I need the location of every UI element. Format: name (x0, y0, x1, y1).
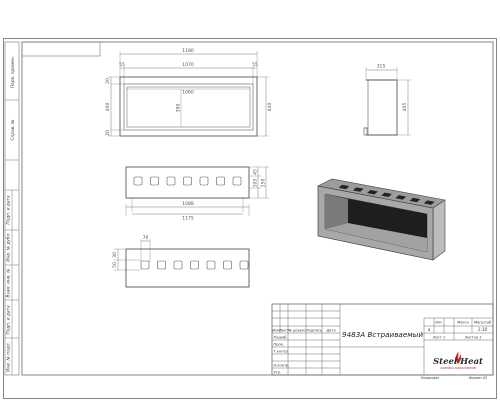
flame-icon (455, 352, 462, 364)
detail-view-hole (206, 260, 216, 270)
tb-row-norm-control: Н.контр. (274, 364, 290, 368)
dim-side-height: 440 (267, 103, 273, 112)
top-view-hole (199, 176, 209, 186)
tb-sheets: Листов 1 (464, 336, 482, 340)
detail-view-holes (140, 260, 249, 270)
top-view-hole (183, 176, 192, 186)
side-label-first-use: Перв. примен. (10, 56, 16, 88)
iso-hole (381, 192, 392, 197)
front-opening (126, 86, 251, 128)
dim-top-b: 105 (253, 179, 259, 188)
tb-lit-label: Лит. (434, 321, 443, 325)
iso-view (317, 178, 446, 261)
dim-flange-bottom: 20 (105, 130, 111, 136)
detail-view (114, 239, 250, 288)
top-view-hole (216, 176, 225, 186)
front-outer (119, 76, 258, 137)
detail-view-hole (173, 260, 183, 270)
tb-col-izm: Изм (272, 329, 280, 333)
top-view-hole (232, 176, 242, 186)
iso-hole (367, 190, 378, 195)
tb-sheet: Лист 1 (432, 336, 446, 340)
iso-hole (395, 195, 407, 200)
tb-col-date: Дата (325, 329, 335, 333)
tb-lit-value: a (428, 327, 431, 332)
detail-view-hole (157, 260, 166, 270)
dim-flange-left: 55 (119, 62, 125, 68)
tb-row-approved: Утв. (274, 371, 282, 375)
dim-side-depth: 315 (377, 64, 386, 70)
tb-copied: Копировал (421, 376, 439, 380)
top-stamp (21, 41, 101, 57)
side-label-replace-inv: Взам. инв. № (6, 268, 12, 298)
dim-side-height-405: 405 (402, 103, 408, 112)
tb-format: Формат А3 (469, 376, 487, 380)
tb-col-doc: № докум. (287, 329, 306, 333)
side-view (363, 67, 411, 136)
front-frame (123, 83, 254, 131)
tb-scale-label: Масштаб (474, 321, 492, 325)
top-view (125, 166, 269, 216)
top-view-holes (133, 176, 242, 186)
side-label-sign-date-top: Подп. и дата (6, 195, 12, 225)
tb-col-list: Лист (278, 329, 289, 333)
front-view (108, 51, 269, 137)
brand-logo: Steel Heat ФАБРИКА БИОКАМИНОВ (433, 352, 483, 370)
dim-top-inner-width: 1088 (182, 201, 194, 207)
tb-mass-label: Масса (457, 321, 468, 325)
top-view-hole (166, 176, 176, 186)
dim-top-total-width: 1175 (182, 216, 194, 222)
tb-row-tech-control: Т.контр. (274, 350, 290, 354)
dim-inner-width: 1060 (182, 90, 194, 96)
dim-flange-top: 20 (105, 78, 111, 84)
side-label-dup-inv: Инв. № дубл. (6, 232, 12, 261)
dim-outer-width: 1070 (182, 62, 194, 68)
iso-hole (409, 197, 421, 203)
side-label-sign-date: Подп. и дата (6, 305, 12, 335)
detail-view-hole (140, 260, 150, 270)
brand-tagline: ФАБРИКА БИОКАМИНОВ (440, 366, 476, 370)
tb-col-sign: Подпись (306, 329, 322, 333)
iso-hole (352, 187, 364, 192)
tb-row-developer: Разраб. (274, 336, 288, 340)
dim-inner-height: 390 (176, 104, 182, 113)
dim-overall-height: 400 (105, 103, 111, 112)
brand-name: Steel Heat (433, 357, 483, 367)
iso-hole (338, 184, 350, 190)
iso-hole (423, 200, 435, 205)
tb-row-checked: Пров. (274, 343, 284, 347)
dim-hole-size: 70 (143, 235, 149, 241)
detail-view-hole (190, 260, 199, 270)
dim-flange-right: 55 (252, 62, 258, 68)
dim-detail-b: 50 (112, 262, 118, 268)
side-label-reference: Справ. № (10, 119, 16, 140)
drawing-title: 9483A Встраиваемый (342, 330, 423, 339)
dim-detail-a: 30 (112, 252, 118, 258)
dim-top-a: 45 (253, 169, 259, 175)
sheet-frame (3, 38, 497, 399)
top-view-hole (150, 176, 159, 186)
title-block (271, 303, 494, 376)
drawing-border (21, 41, 494, 376)
iso-view-holes (338, 184, 435, 205)
side-label-orig-inv: Инв. № подл. (6, 342, 12, 372)
dim-top-c: 150 (261, 179, 267, 188)
dim-overall-width: 1180 (182, 48, 194, 54)
tb-scale-value: 1:10 (478, 327, 488, 332)
detail-view-hole (239, 260, 249, 270)
side-strip: Перв. примен. Справ. № Подп. и дата Инв.… (4, 41, 20, 376)
detail-view-hole (223, 260, 232, 270)
top-view-hole (133, 176, 143, 186)
